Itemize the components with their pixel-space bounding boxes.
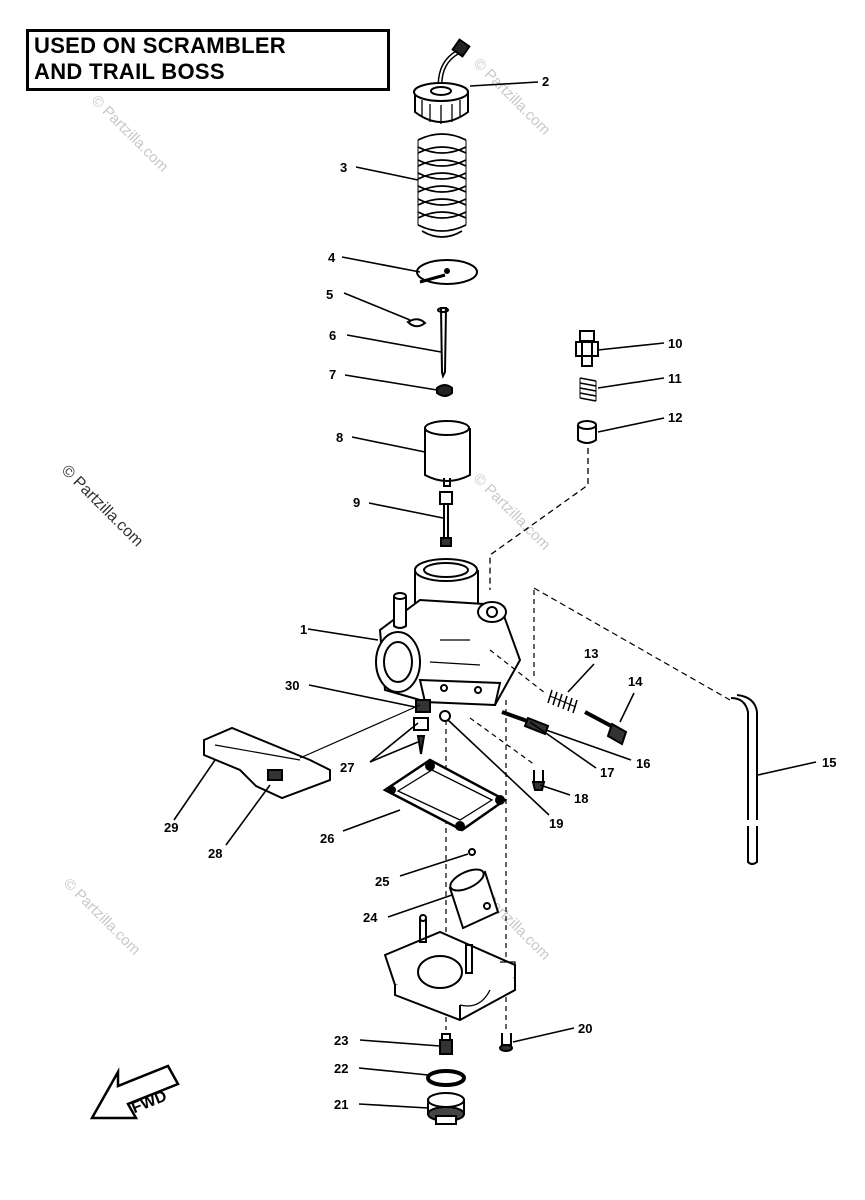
bowl-screw-part (499, 1033, 513, 1052)
callout-21: 21 (334, 1097, 348, 1112)
callout-17: 17 (600, 765, 614, 780)
callout-2: 2 (542, 74, 549, 89)
callout-15: 15 (822, 755, 836, 770)
carburetor-body-part (375, 558, 522, 707)
callout-27: 27 (340, 760, 354, 775)
fuel-fitting-part (415, 699, 431, 713)
callout-3: 3 (340, 160, 347, 175)
callout-19: 19 (549, 816, 563, 831)
callout-8: 8 (336, 430, 343, 445)
callout-30: 30 (285, 678, 299, 693)
callout-18: 18 (574, 791, 588, 806)
vent-tube-part (730, 694, 758, 865)
callout-23: 23 (334, 1033, 348, 1048)
float-part (448, 868, 500, 930)
float-bowl-part (383, 914, 516, 1022)
jet-needle-part (437, 307, 449, 379)
small-spring-part (579, 377, 597, 402)
callout-22: 22 (334, 1061, 348, 1076)
callout-9: 9 (353, 495, 360, 510)
starter-plunger-part (577, 420, 597, 444)
carb-cap-part (413, 38, 471, 124)
callout-5: 5 (326, 287, 333, 302)
title-box (26, 29, 390, 91)
main-jet-part (439, 1033, 453, 1055)
float-needle-valve-part (413, 717, 429, 755)
float-arm-part (203, 704, 421, 800)
pilot-screw-fitting-part (575, 330, 599, 367)
forward-arrow-icon (89, 1064, 180, 1120)
callout-13: 13 (584, 646, 598, 661)
small-washer-part (439, 710, 451, 722)
callout-29: 29 (164, 820, 178, 835)
needle-jet-part (439, 491, 453, 547)
washer-part (436, 384, 453, 397)
callout-25: 25 (375, 874, 389, 889)
callout-16: 16 (636, 756, 650, 771)
callout-14: 14 (628, 674, 643, 689)
callout-26: 26 (320, 831, 334, 846)
callout-24: 24 (363, 910, 378, 925)
callout-4: 4 (328, 250, 336, 265)
spring-seat-plate-part (416, 259, 478, 285)
callout-20: 20 (578, 1021, 592, 1036)
float-bowl-gasket-part (382, 758, 508, 832)
callout-10: 10 (668, 336, 682, 351)
title-line-2: AND TRAIL BOSS (34, 59, 225, 84)
throttle-valve-part (424, 420, 471, 487)
float-pin-ball-part (468, 848, 476, 856)
o-ring-part (426, 1069, 466, 1087)
callout-1: 1 (300, 622, 307, 637)
throttle-stop-screw-part (584, 710, 628, 746)
callout-7: 7 (329, 367, 336, 382)
callout-28: 28 (208, 846, 222, 861)
drain-screw-part (469, 717, 546, 791)
throttle-spring-part (417, 133, 467, 238)
needle-clip-part (406, 318, 427, 328)
throttle-stop-spring-part (547, 689, 578, 714)
callout-6: 6 (329, 328, 336, 343)
callout-11: 11 (668, 371, 682, 386)
title-line-1: USED ON SCRAMBLER (34, 33, 286, 58)
drain-plug-part (427, 1092, 465, 1125)
callout-12: 12 (668, 410, 682, 425)
